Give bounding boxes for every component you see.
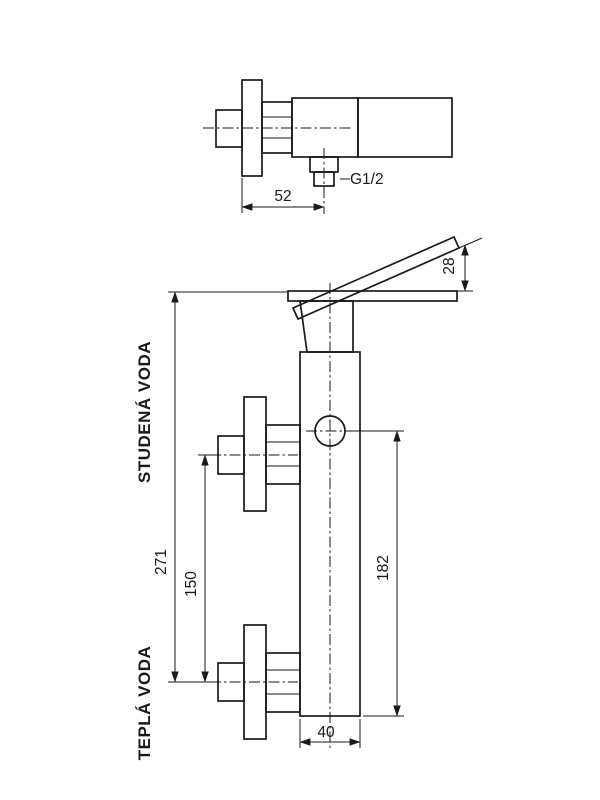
cold-inlet-assembly [210, 396, 301, 512]
cold-water-label: STUDENÁ VODA [135, 341, 154, 483]
annotations: 52 G1/2 28 271 150 182 40 STUDENÁ VODA T… [135, 171, 458, 760]
side-view [203, 79, 453, 214]
lever-extension-line [458, 237, 483, 249]
hot-hex-nut [265, 652, 301, 713]
side-hex-facets [262, 116, 292, 139]
side-lever-blade [357, 97, 453, 158]
dim-text-40: 40 [317, 724, 335, 741]
hot-hex-facets [266, 669, 300, 695]
front-view [210, 235, 483, 748]
dim-text-28: 28 [441, 257, 458, 274]
cartridge-housing [299, 300, 354, 353]
hot-inlet-assembly [210, 624, 301, 740]
dim-text-150: 150 [183, 571, 200, 597]
hot-water-label: TEPLÁ VODA [135, 646, 154, 761]
front-body [299, 351, 361, 717]
dim-text-182: 182 [375, 555, 392, 581]
cold-hex-nut [265, 424, 301, 485]
dim-text-271: 271 [153, 549, 170, 575]
lever-raised-position [291, 235, 461, 321]
thread-label: G1/2 [350, 171, 384, 188]
cold-hex-facets [266, 441, 300, 467]
cold-flange [243, 396, 267, 512]
dim-text-52: 52 [274, 188, 291, 205]
dimension-lines [168, 178, 473, 748]
lever-rest-position [287, 290, 458, 302]
